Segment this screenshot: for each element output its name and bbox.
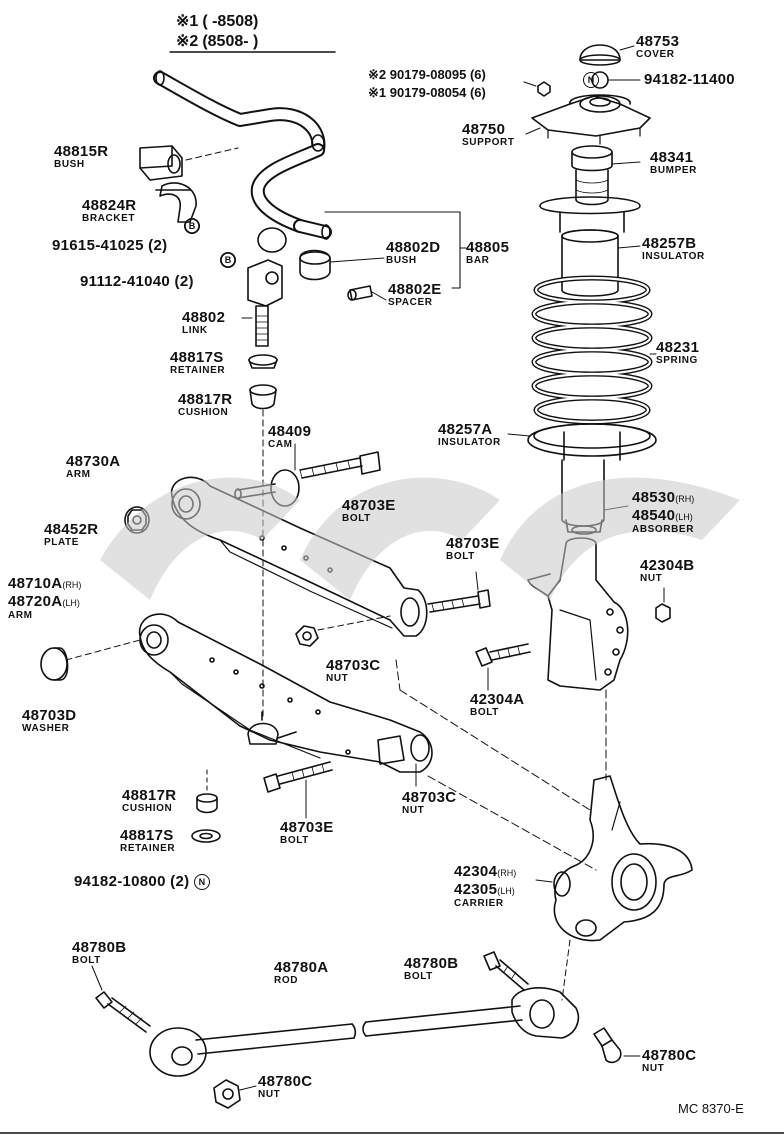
rod-48780A xyxy=(149,987,580,1077)
label-48540: 48540(LH)ABSORBER xyxy=(632,507,695,535)
bolt-48780B-right xyxy=(483,951,529,991)
label-48710A: 48710A(RH) xyxy=(8,575,82,592)
nut-90179 xyxy=(537,81,551,97)
label-94182-11400: 94182-11400 xyxy=(644,71,735,88)
support-48750 xyxy=(531,94,651,145)
nut-42304B xyxy=(655,603,671,623)
retainer-48817S-bottom xyxy=(191,829,221,843)
circle-b-icon: B xyxy=(184,218,200,234)
label-94182-10800: 94182-10800 (2) N xyxy=(74,874,210,890)
legend-line-2: ※2(8508- ) xyxy=(176,33,259,50)
cover-48753 xyxy=(579,44,621,66)
bush-48802D xyxy=(257,227,373,301)
nut-48780C-bottom xyxy=(213,1079,241,1109)
bolt-42304A xyxy=(475,643,531,667)
stabilizer-bar-48805 xyxy=(153,70,332,240)
arm-48710A-48720A xyxy=(138,613,433,773)
bolt-48780B-left xyxy=(95,991,151,1033)
bumper-48341 xyxy=(571,145,613,206)
nut-n-icon: N xyxy=(193,874,210,890)
nut-48780C-right xyxy=(593,1027,622,1064)
label-48530: 48530(RH) xyxy=(632,489,695,506)
label-42305: 42305(LH)CARRIER xyxy=(454,881,515,909)
insulator-48257A xyxy=(527,423,657,461)
carrier-42304-42305 xyxy=(553,775,693,942)
legend-line-1: ※1( -8508) xyxy=(176,13,259,30)
label-91615-41025: 91615-41025 (2) xyxy=(52,237,168,254)
label-42304: 42304(RH) xyxy=(454,863,517,880)
label-90179-08095: ※2 90179-08095 (6) xyxy=(368,67,486,82)
washer-48703D xyxy=(40,639,141,681)
cushion-48817R-top xyxy=(249,384,277,410)
label-91112-41040: 91112-41040 (2) xyxy=(80,273,194,290)
bolt-48703E-mid xyxy=(427,589,491,613)
cushion-48817R-bottom xyxy=(196,769,218,814)
insulator-48257B xyxy=(561,229,619,297)
stabilizer-link-48802 xyxy=(241,259,283,347)
bolt-48703E-bottom xyxy=(263,761,333,793)
upper-spring-seat xyxy=(539,196,641,233)
link-lower-ball xyxy=(247,711,297,745)
label-90179-08054: ※1 90179-08054 (6) xyxy=(368,85,486,100)
bush-48815R xyxy=(139,145,239,181)
bracket-48824R xyxy=(155,182,197,223)
retainer-48817S-top xyxy=(248,354,278,369)
circle-b-icon: B xyxy=(220,252,236,268)
label-48720A: 48720A(LH)ARM xyxy=(8,593,80,621)
watermark xyxy=(100,477,740,600)
nut-48703C-top xyxy=(295,615,391,647)
diagram-code: MC 8370-E xyxy=(678,1101,744,1116)
nut-n-icon: N xyxy=(583,72,599,88)
